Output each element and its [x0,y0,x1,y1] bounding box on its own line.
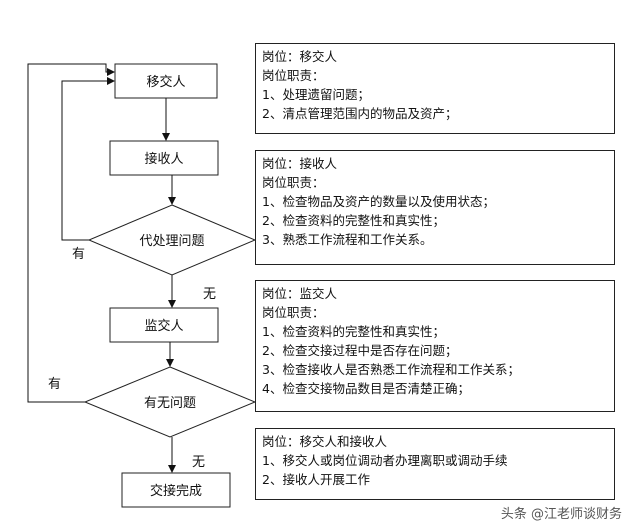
handover-label: 移交人 [146,74,185,90]
pending-yes-label: 有 [72,247,85,262]
supervisor-label: 监交人 [144,318,183,334]
supervisor-info-duty-header: 岗位职责： [262,305,325,320]
receiver-node[interactable] [109,140,219,176]
receiver-info-item: 2、检查资料的完整性和真实性； [262,213,445,228]
handover-info-duty-header: 岗位职责： [262,68,325,83]
supervisor-info-title: 岗位：监交人 [262,286,338,301]
edge-issue-loop [27,63,115,403]
both-info-item: 1、移交人或岗位调动者办理离职或调动手续 [262,453,508,468]
receiver-info-box: 岗位：接收人 岗位职责： 1、检查物品及资产的数量以及使用状态； 2、检查资料的… [255,150,615,265]
issue-decision-label: 有无问题 [144,396,196,411]
both-info-box: 岗位：移交人和接收人 1、移交人或岗位调动者办理离职或调动手续 2、接收人开展工… [255,428,615,500]
supervisor-info-item: 2、检查交接过程中是否存在问题； [262,343,458,358]
supervisor-info-item: 4、检查交接物品数目是否清楚正确； [262,381,470,396]
complete-label: 交接完成 [150,483,202,499]
supervisor-node[interactable] [109,307,219,343]
complete-node[interactable] [121,472,231,508]
receiver-info-title: 岗位：接收人 [262,156,338,171]
issue-yes-label: 有 [48,377,61,392]
watermark: 头条 @江老师谈财务 [500,507,622,522]
handover-info-title: 岗位：移交人 [262,49,338,64]
supervisor-info-item: 1、检查资料的完整性和真实性； [262,324,445,339]
pending-no-label: 无 [203,287,216,302]
supervisor-info-item: 3、检查接收人是否熟悉工作流程和工作关系； [262,362,520,377]
issue-no-label: 无 [192,455,205,470]
receiver-info-item: 1、检查物品及资产的数量以及使用状态； [262,194,495,209]
issue-decision-node[interactable] [83,366,257,438]
handover-info-box: 岗位：移交人 岗位职责： 1、处理遗留问题； 2、清点管理范围内的物品及资产； [255,43,615,134]
handover-info-item: 2、清点管理范围内的物品及资产； [262,106,458,121]
pending-decision-label: 代处理问题 [139,234,204,249]
supervisor-info-box: 岗位：监交人 岗位职责： 1、检查资料的完整性和真实性； 2、检查交接过程中是否… [255,280,615,412]
handover-node[interactable] [114,63,218,99]
both-info-title: 岗位：移交人和接收人 [262,434,388,449]
both-info-item: 2、接收人开展工作 [262,472,370,487]
receiver-label: 接收人 [144,151,183,167]
receiver-info-item: 3、熟悉工作流程和工作关系。 [262,232,433,247]
handover-info-item: 1、处理遗留问题； [262,87,370,102]
receiver-info-duty-header: 岗位职责： [262,175,325,190]
edge-pending-loop [61,77,115,241]
